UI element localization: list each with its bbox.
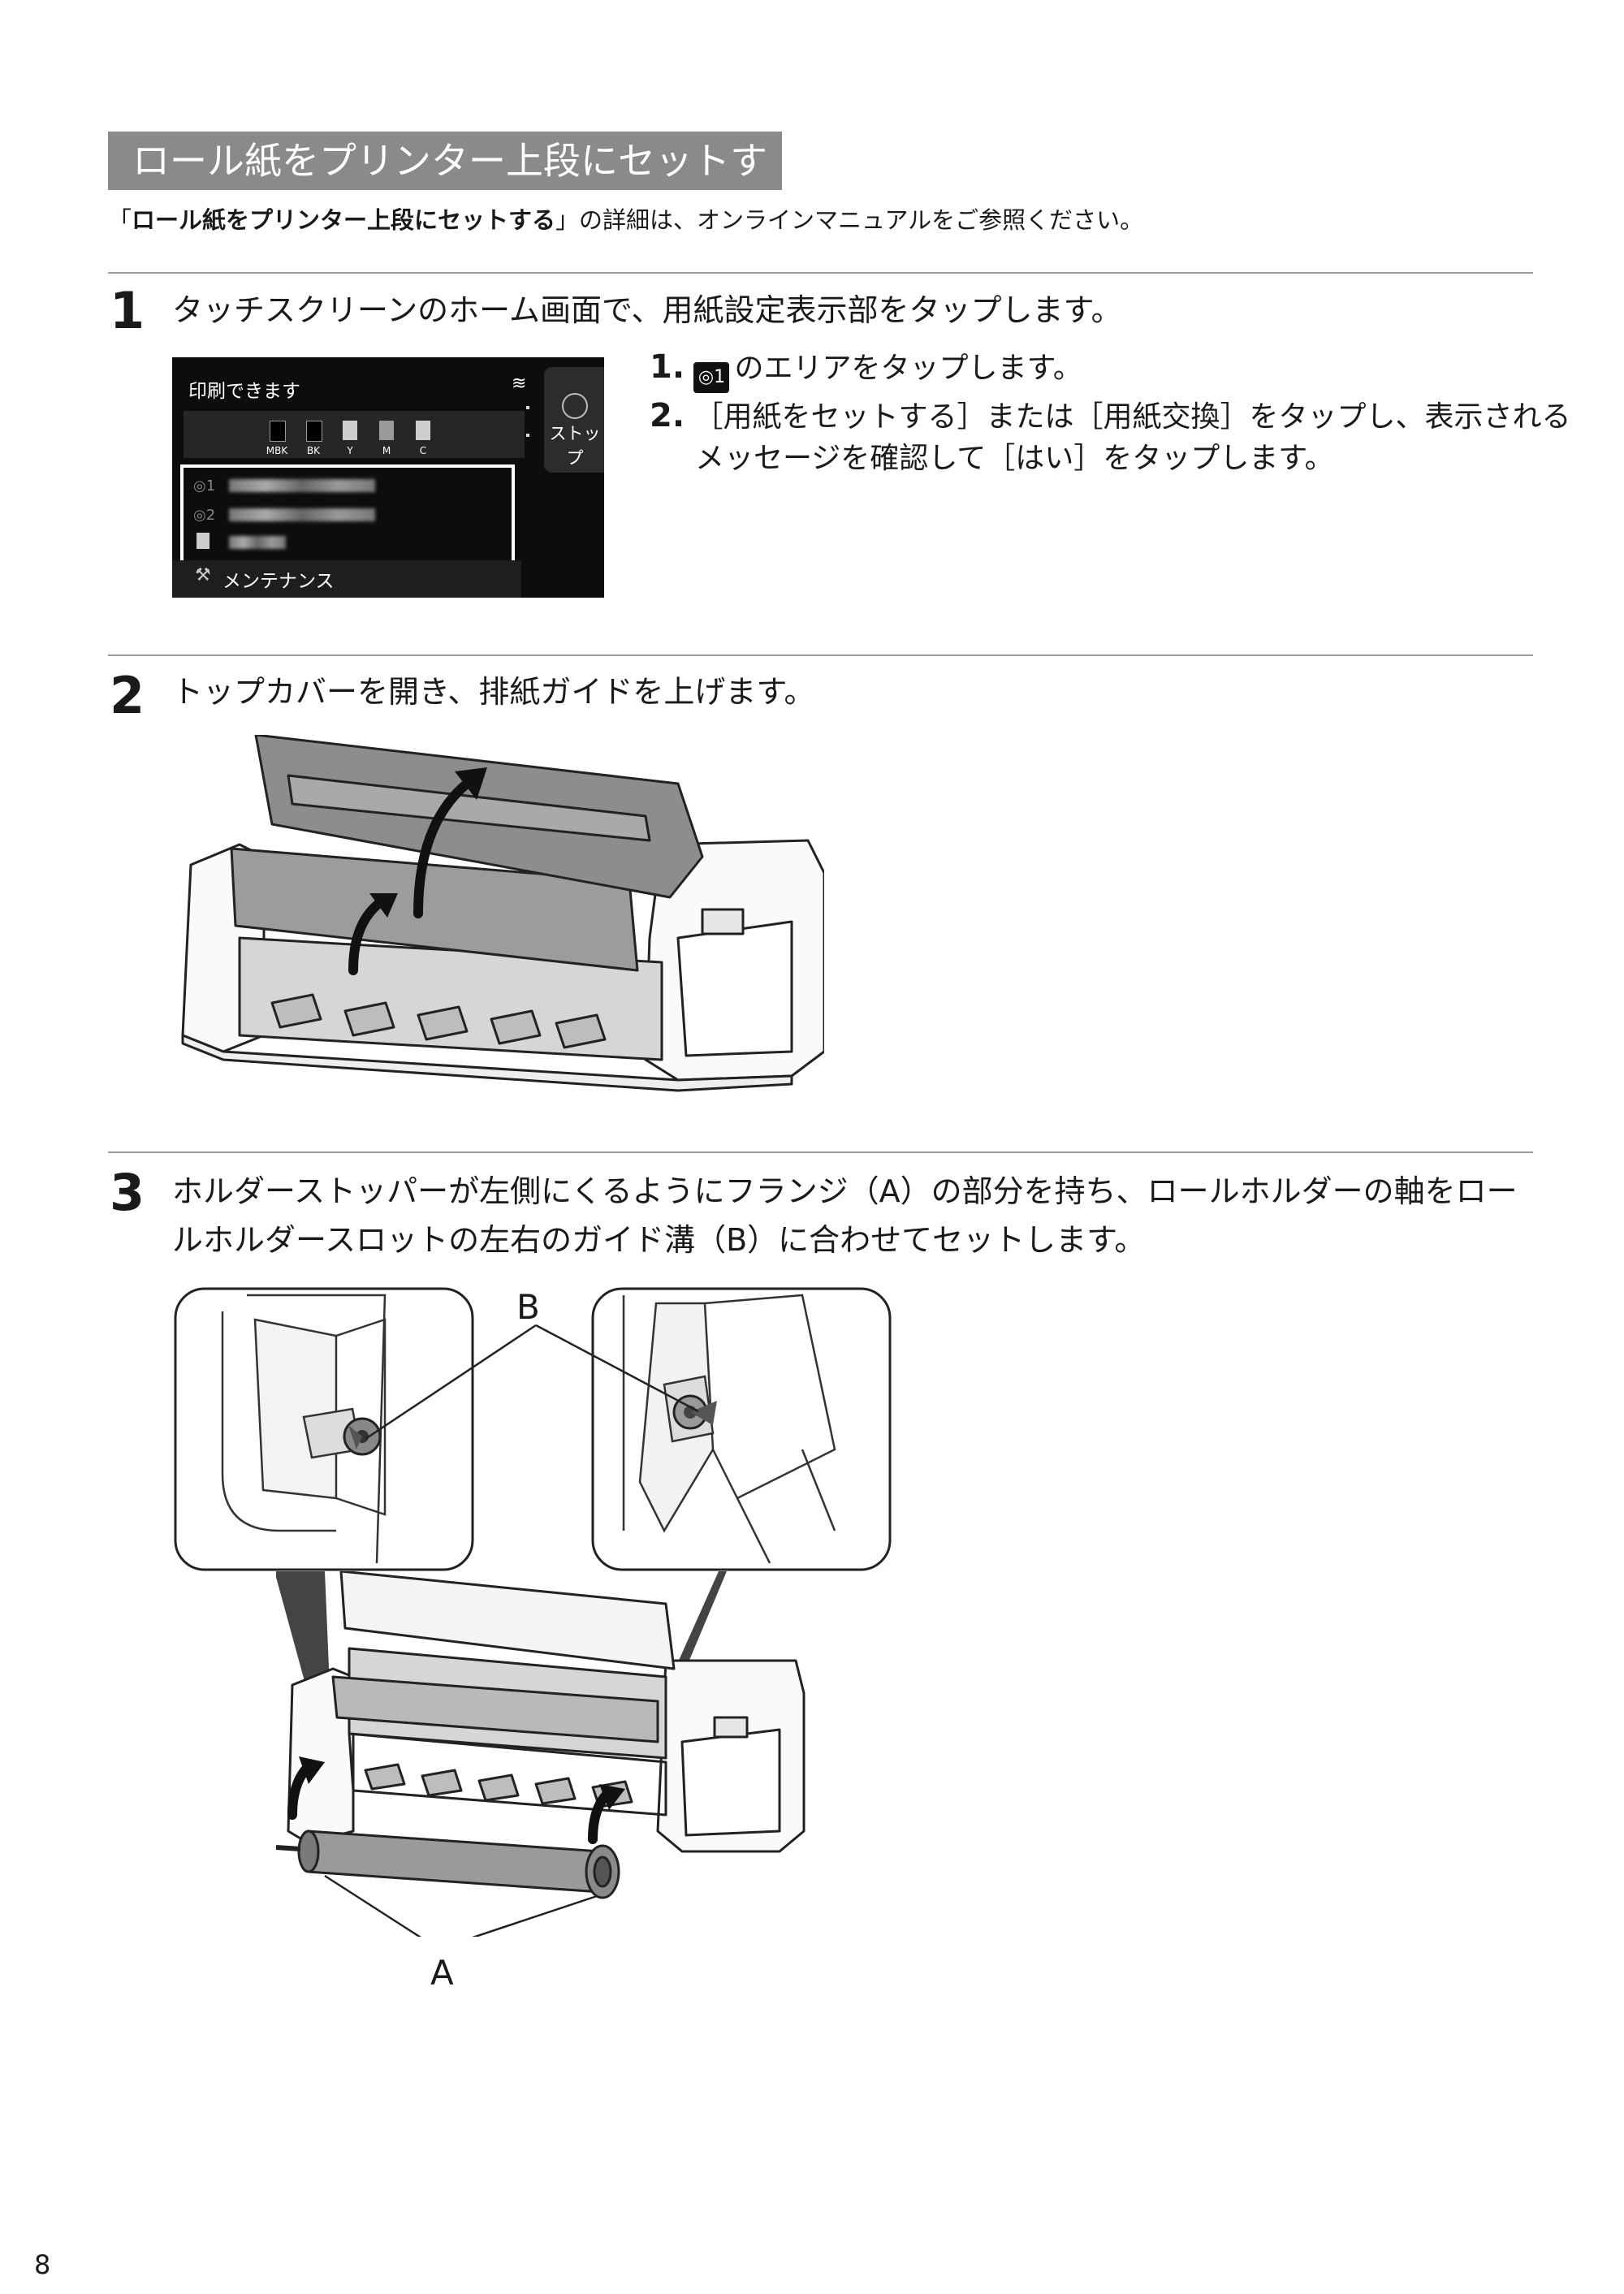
page-number: 8 <box>34 2249 51 2280</box>
step-3-number: 3 <box>110 1163 145 1222</box>
step-1-text: タッチスクリーンのホーム画面で、用紙設定表示部をタップします。 <box>172 292 1122 328</box>
wifi-icon: ≋ <box>512 374 527 394</box>
roll-1-info <box>229 479 375 492</box>
zoom-inset-left <box>174 1287 474 1571</box>
ink-y <box>343 421 357 440</box>
ink-label-m: M <box>382 445 391 456</box>
ink-m <box>379 421 394 440</box>
step-1-substep-2-cont: メッセージを確認して［はい］をタップします。 <box>695 442 1334 475</box>
divider <box>108 1151 1533 1153</box>
printer-open-cover-illustration <box>181 735 824 1092</box>
callout-a: A <box>430 1953 454 1993</box>
stop-icon <box>562 393 588 419</box>
printer-roll-illustration <box>276 1571 806 1937</box>
sheet-info <box>229 536 286 549</box>
touchscreen-home: 印刷できます ≋ ストップ MBK BK Y M C ◎1 ◎2 ⚒ メンテナン… <box>172 357 604 598</box>
sheet-icon <box>197 533 209 549</box>
ink-label-mbk: MBK <box>266 445 288 456</box>
status-text: 印刷できます <box>188 381 300 402</box>
maintenance-button[interactable]: メンテナンス <box>222 571 335 592</box>
page-dot <box>526 406 529 409</box>
roll-1-icon: ◎1 <box>693 362 730 393</box>
ink-bk <box>306 421 322 442</box>
callout-b: B <box>516 1287 540 1327</box>
tools-icon: ⚒ <box>195 565 211 585</box>
stop-label: ストップ <box>549 424 601 468</box>
step-2-text: トップカバーを開き、排紙ガイドを上げます。 <box>172 674 815 710</box>
divider <box>108 272 1533 274</box>
ink-label-y: Y <box>347 445 353 456</box>
zoom-inset-right <box>591 1287 892 1571</box>
bottom-bar <box>172 560 521 598</box>
divider <box>108 655 1533 656</box>
step-1-substep-2: 2. ［用紙をセットする］または［用紙交換］をタップし、表示される <box>650 397 1571 434</box>
step-2-number: 2 <box>110 666 145 725</box>
stop-button[interactable] <box>544 367 604 473</box>
ink-mbk <box>270 421 286 442</box>
ink-c <box>416 421 430 440</box>
roll-2-info <box>229 508 375 521</box>
ink-label-bk: BK <box>306 445 321 456</box>
section-title: ロール紙をプリンター上段にセットする <box>108 132 782 241</box>
intro-link-text: ロール紙をプリンター上段にセットする <box>132 206 556 234</box>
roll-1-icon: ◎1 <box>193 477 216 495</box>
step-1-number: 1 <box>110 281 145 340</box>
intro-text: 「ロール紙をプリンター上段にセットする」の詳細は、オンラインマニュアルをご参照く… <box>108 206 1144 234</box>
step-3-text-line1: ホルダーストッパーが左側にくるようにフランジ（A）の部分を持ち、ロールホルダーの… <box>172 1173 1518 1209</box>
step-3-text-line2: ルホルダースロットの左右のガイド溝（B）に合わせてセットします。 <box>172 1222 1146 1258</box>
callout-b-leaders <box>365 1324 699 1441</box>
ink-label-c: C <box>419 445 427 456</box>
roll-2-icon: ◎2 <box>193 507 216 524</box>
page-dot <box>526 434 529 437</box>
